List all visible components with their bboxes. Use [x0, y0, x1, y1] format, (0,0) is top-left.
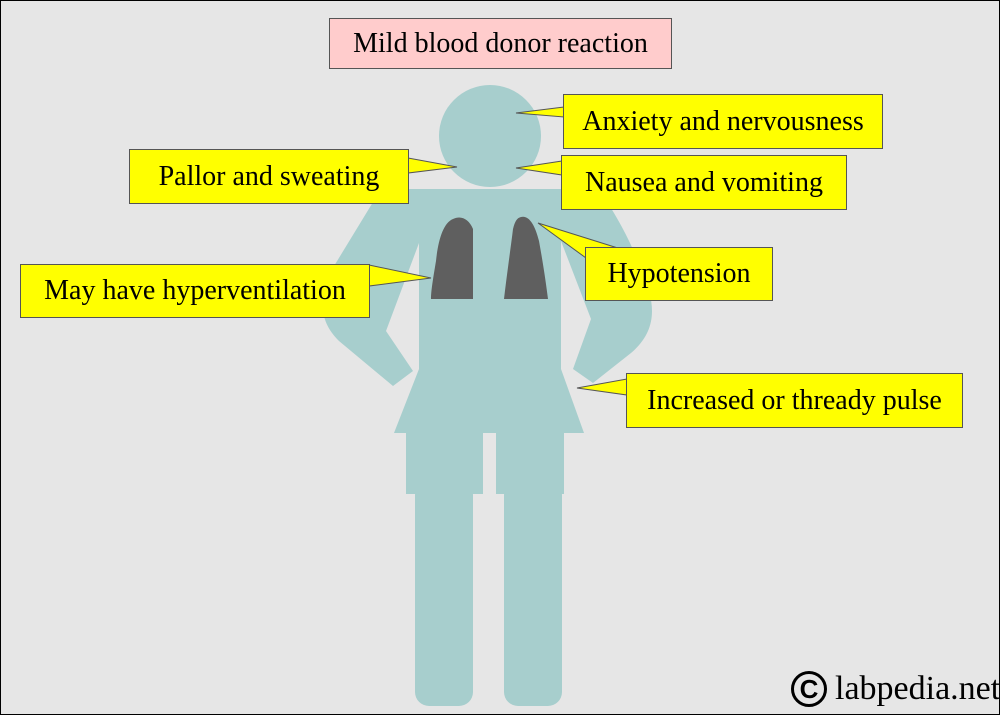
left-lung — [431, 217, 473, 299]
pointer-pulse — [576, 378, 628, 396]
lungs-icon — [431, 216, 548, 299]
right-lung — [504, 216, 548, 299]
callout-anxiety: Anxiety and nervousness — [563, 94, 883, 149]
person-figure-icon — [322, 85, 652, 706]
torso — [322, 189, 652, 494]
callout-hypotension: Hypotension — [585, 247, 773, 301]
head — [439, 85, 541, 187]
copyright-notice: C labpedia.net — [791, 667, 1000, 711]
callout-pulse: Increased or thready pulse — [626, 373, 963, 428]
callout-hyperventilation: May have hyperventilation — [20, 264, 370, 318]
copyright-site: labpedia.net — [835, 670, 1000, 707]
left-leg — [415, 481, 473, 706]
copyright-icon: C — [791, 671, 827, 707]
title-box: Mild blood donor reaction — [329, 18, 672, 69]
callout-pallor: Pallor and sweating — [129, 149, 409, 204]
callout-nausea: Nausea and vomiting — [561, 155, 847, 210]
right-leg — [504, 481, 562, 706]
